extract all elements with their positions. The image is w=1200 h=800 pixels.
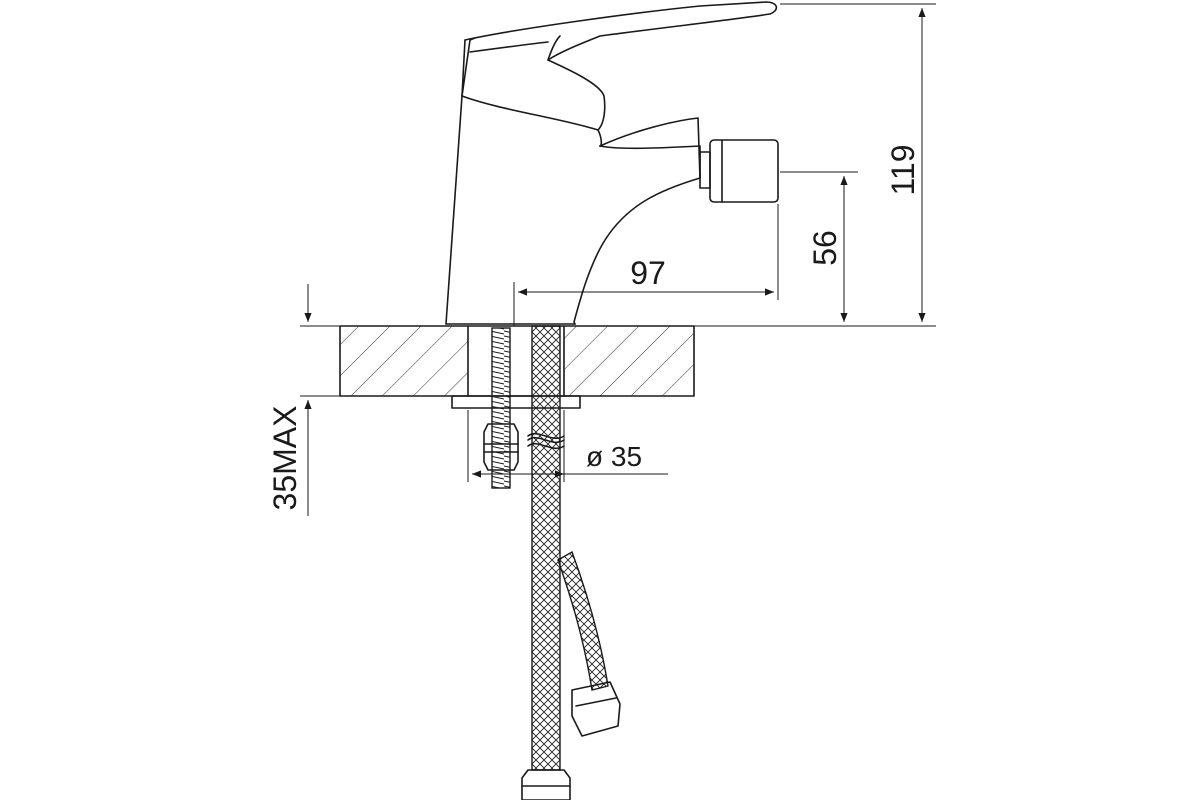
faucet-body bbox=[445, 1, 779, 325]
dimension-spout-height: 56 bbox=[780, 171, 858, 322]
braided-hoses bbox=[521, 325, 621, 800]
dimension-label-35max: 35MAX bbox=[267, 406, 303, 511]
dimension-total-height: 119 bbox=[694, 3, 936, 327]
dimension-hole-diameter: ø 35 bbox=[467, 410, 668, 482]
dimension-label-diameter: ø 35 bbox=[586, 441, 642, 472]
dimension-max-thickness: 35MAX bbox=[267, 284, 340, 516]
dimension-label-97: 97 bbox=[630, 255, 666, 291]
dimension-label-56: 56 bbox=[807, 230, 843, 266]
dimension-label-119: 119 bbox=[885, 144, 921, 195]
dimension-spout-reach: 97 bbox=[513, 204, 779, 326]
countertop-section bbox=[339, 325, 695, 397]
washer-plate bbox=[451, 395, 581, 409]
